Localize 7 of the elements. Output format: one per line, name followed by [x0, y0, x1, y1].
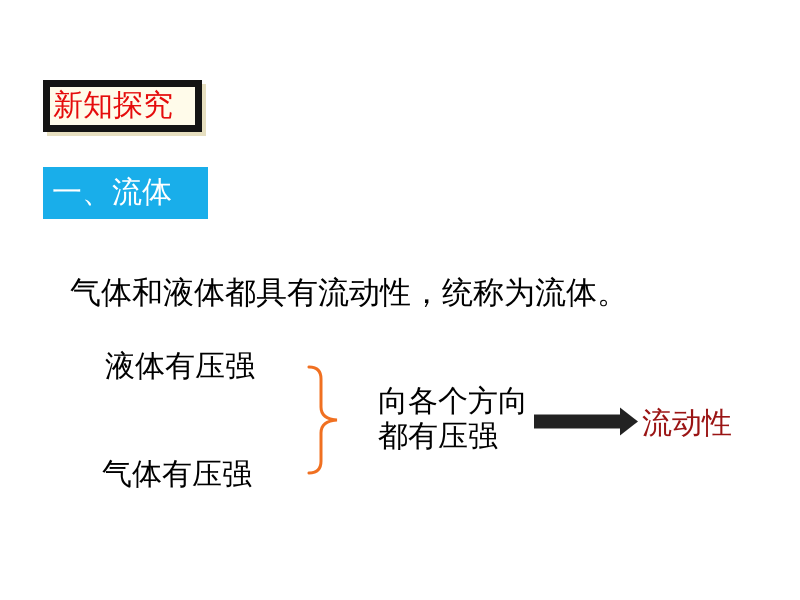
conclusion-text: 流动性	[642, 409, 732, 439]
section-heading-band: 一、流体	[43, 167, 208, 219]
statement-text: 液体有压强	[105, 352, 255, 382]
statement-text: 向各个方向都有压强	[378, 384, 530, 454]
block-arrow	[534, 408, 638, 436]
statement-text: 气体有压强	[102, 460, 252, 490]
sentence-text: 气体和液体都具有流动性，统称为流体。	[70, 277, 628, 308]
